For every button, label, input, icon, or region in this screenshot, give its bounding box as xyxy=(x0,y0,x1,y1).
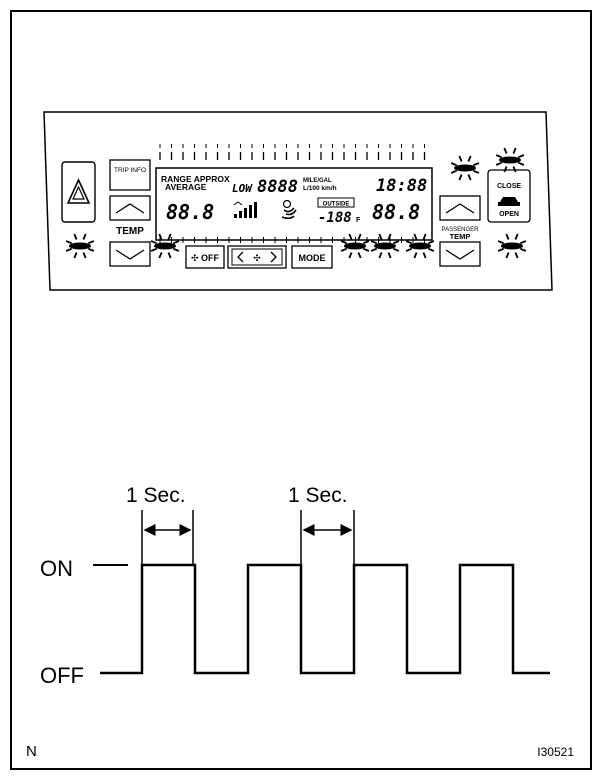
flash-burst-icon xyxy=(340,233,370,259)
passenger-label: PASSENGER xyxy=(442,227,480,233)
lcd-unit-top: MILE/GAL xyxy=(303,178,332,184)
temp-right-up-button[interactable] xyxy=(439,195,481,221)
temp-right-down-button[interactable] xyxy=(439,241,481,267)
flash-burst-icon xyxy=(65,233,95,259)
chevron-up-icon xyxy=(115,203,145,214)
square-wave-signal xyxy=(100,563,550,675)
flash-burst-icon xyxy=(405,233,435,259)
flash-burst-icon xyxy=(495,147,525,173)
lcd-average: AVERAGE xyxy=(165,182,207,192)
temp-right-label: TEMP xyxy=(450,232,471,241)
fan-off-button[interactable]: ✣ OFF xyxy=(185,245,225,269)
flash-burst-icon xyxy=(150,233,180,259)
fan-level-icon xyxy=(233,201,257,218)
lcd-temp-left: 88.8 xyxy=(166,200,214,224)
fan-off-icon: ✣ xyxy=(191,253,199,263)
on-label: ON xyxy=(40,556,73,581)
lcd-range-approx: RANGE APPROX xyxy=(161,174,230,184)
car-icon xyxy=(498,197,520,206)
fan-off-label: OFF xyxy=(201,253,219,263)
lcd-outside-value: -188 xyxy=(318,210,352,226)
flashing-indicators xyxy=(65,147,527,259)
figure-id-code: I30521 xyxy=(537,745,574,759)
lcd-clock: 18:88 xyxy=(376,176,427,196)
chevron-down-icon xyxy=(115,249,145,260)
trip-info-label: TRIP INFO xyxy=(114,167,146,174)
temp-left-label: TEMP xyxy=(116,226,144,237)
lcd-outside-unit: F xyxy=(356,217,361,224)
chevron-right-icon xyxy=(270,251,277,263)
annotation-1-sec-second: 1 Sec. xyxy=(288,484,348,507)
close-label: CLOSE xyxy=(497,183,521,190)
fan-icon: ✣ xyxy=(253,253,261,263)
control-panel: TRIP INFO TEMP RANGE APPROX AVERAGE LOW … xyxy=(43,111,553,291)
temp-left-up-button[interactable] xyxy=(109,195,151,221)
airflow-mode-icon xyxy=(281,199,297,220)
timing-diagram: 1 Sec. 1 Sec. ON OFF xyxy=(40,484,550,688)
chevron-left-icon xyxy=(237,251,244,263)
panel-outline xyxy=(43,111,553,291)
open-label: OPEN xyxy=(499,211,519,218)
lcd-unit-bottom: L/100 km/h xyxy=(303,185,337,192)
off-label: OFF xyxy=(40,663,84,688)
lcd-outside-label: OUTSIDE xyxy=(323,202,350,208)
flash-burst-icon xyxy=(450,155,480,181)
hazard-triangle-icon xyxy=(66,178,91,204)
lcd-odo-digits: 8888 xyxy=(257,177,298,197)
temp-left-down-button[interactable] xyxy=(109,241,151,267)
mode-button[interactable]: MODE xyxy=(291,245,333,269)
figure-frame xyxy=(10,10,592,770)
trip-info-button[interactable]: TRIP INFO xyxy=(109,159,151,191)
indicator-dash-row xyxy=(159,144,426,243)
lcd-low: LOW xyxy=(232,182,253,195)
hazard-button[interactable] xyxy=(61,161,96,223)
figure-letter-code: N xyxy=(26,743,37,760)
annotation-1-sec-first: 1 Sec. xyxy=(126,484,186,507)
lcd-display: RANGE APPROX AVERAGE LOW 8888 MILE/GAL L… xyxy=(155,167,433,241)
chevron-down-icon xyxy=(445,249,475,260)
chevron-up-icon xyxy=(445,203,475,214)
lcd-temp-right: 88.8 xyxy=(372,200,420,224)
flash-burst-icon xyxy=(497,233,527,259)
flash-burst-icon xyxy=(370,233,400,259)
mode-label: MODE xyxy=(299,253,326,263)
roof-close-open-button[interactable]: CLOSE OPEN xyxy=(487,169,531,223)
fan-speed-rocker[interactable]: ✣ xyxy=(227,245,287,269)
